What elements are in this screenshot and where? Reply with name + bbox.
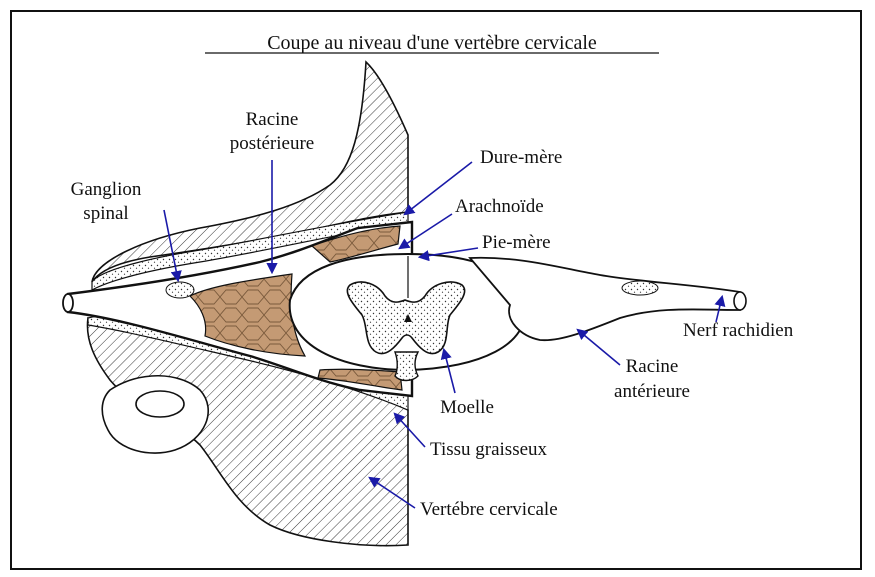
- label-racine-posterieure-line1: Racine: [246, 109, 299, 130]
- spinal-cord-anterior: [395, 352, 418, 381]
- label-nerf-rachidien: Nerf rachidien: [683, 320, 794, 341]
- nerve-ganglion-right: [622, 281, 658, 295]
- nerve-end-left: [63, 294, 73, 312]
- label-moelle: Moelle: [440, 397, 494, 418]
- label-racine-posterieure-line2: postérieure: [230, 133, 314, 154]
- label-pie-mere: Pie-mère: [482, 232, 551, 253]
- spinal-ganglion: [166, 282, 194, 298]
- vertebral-foramen: [136, 391, 184, 417]
- label-vertebre-cervicale: Vertébre cervicale: [420, 499, 558, 520]
- label-ganglion-line1: Ganglion: [71, 179, 142, 200]
- diagram-title: Coupe au niveau d'une vertèbre cervicale: [267, 32, 597, 54]
- label-racine-anterieure-line1: Racine: [626, 356, 679, 377]
- label-dure-mere: Dure-mère: [480, 147, 562, 168]
- label-racine-anterieure-line2: antérieure: [614, 381, 690, 402]
- label-tissu-graisseux: Tissu graisseux: [430, 439, 548, 460]
- label-ganglion-line2: spinal: [83, 203, 128, 224]
- arrow-racine-anterieure: [578, 330, 620, 365]
- label-arachnoide: Arachnoïde: [455, 196, 544, 217]
- nerve-end-right: [734, 292, 746, 310]
